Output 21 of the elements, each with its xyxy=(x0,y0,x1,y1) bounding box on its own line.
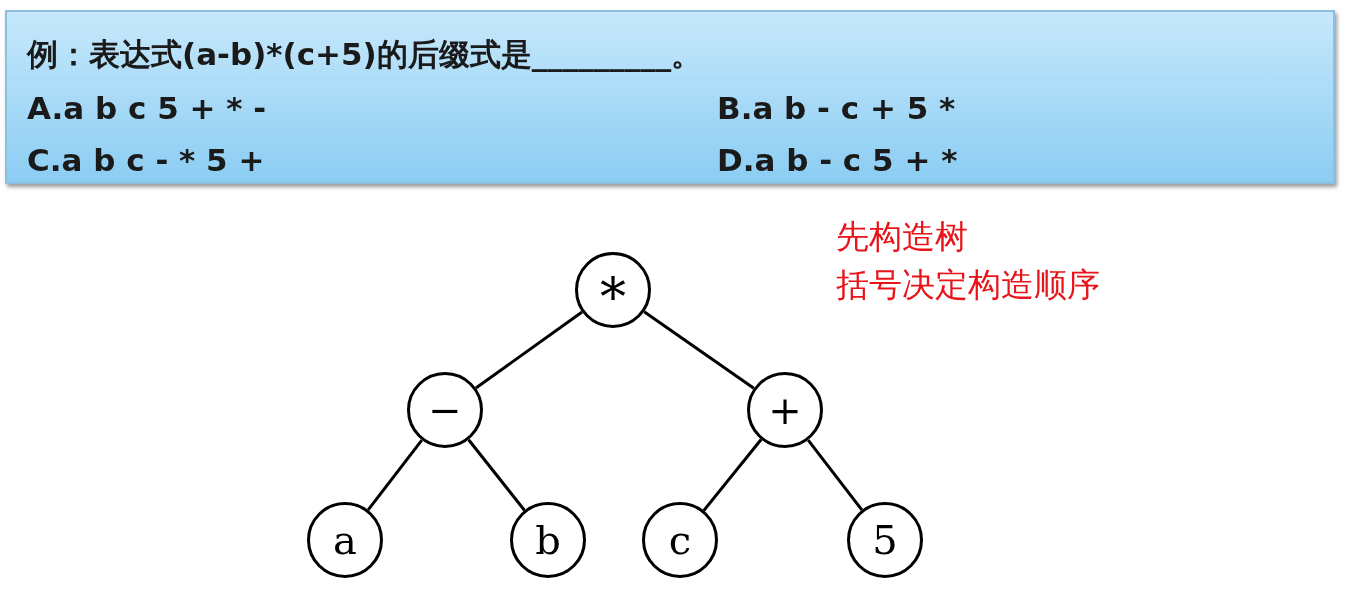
answer-option: B.a b - c + 5 * xyxy=(717,90,956,126)
note-text: 括号决定构造顺序 xyxy=(836,264,1100,306)
tree-node: a xyxy=(307,502,383,578)
tree-node: c xyxy=(642,502,718,578)
question-panel xyxy=(5,10,1335,184)
tree-edge xyxy=(807,439,863,511)
answer-option: D.a b - c 5 + * xyxy=(717,142,958,178)
tree-node: * xyxy=(575,252,651,328)
tree-node: 5 xyxy=(847,502,923,578)
tree-node: b xyxy=(510,502,586,578)
tree-edge xyxy=(643,310,755,390)
tree-edge xyxy=(702,438,763,512)
question-text: 例：表达式(a-b)*(c+5)的后缀式是_________。 xyxy=(27,35,703,74)
answer-option: C.a b c - * 5 + xyxy=(27,142,265,178)
answer-option: A.a b c 5 + * - xyxy=(27,90,267,126)
tree-edge xyxy=(367,439,423,511)
tree-node: + xyxy=(747,372,823,448)
tree-node: − xyxy=(407,372,483,448)
tree-edge xyxy=(467,438,526,512)
tree-edge xyxy=(475,310,583,390)
note-text: 先构造树 xyxy=(836,216,968,258)
